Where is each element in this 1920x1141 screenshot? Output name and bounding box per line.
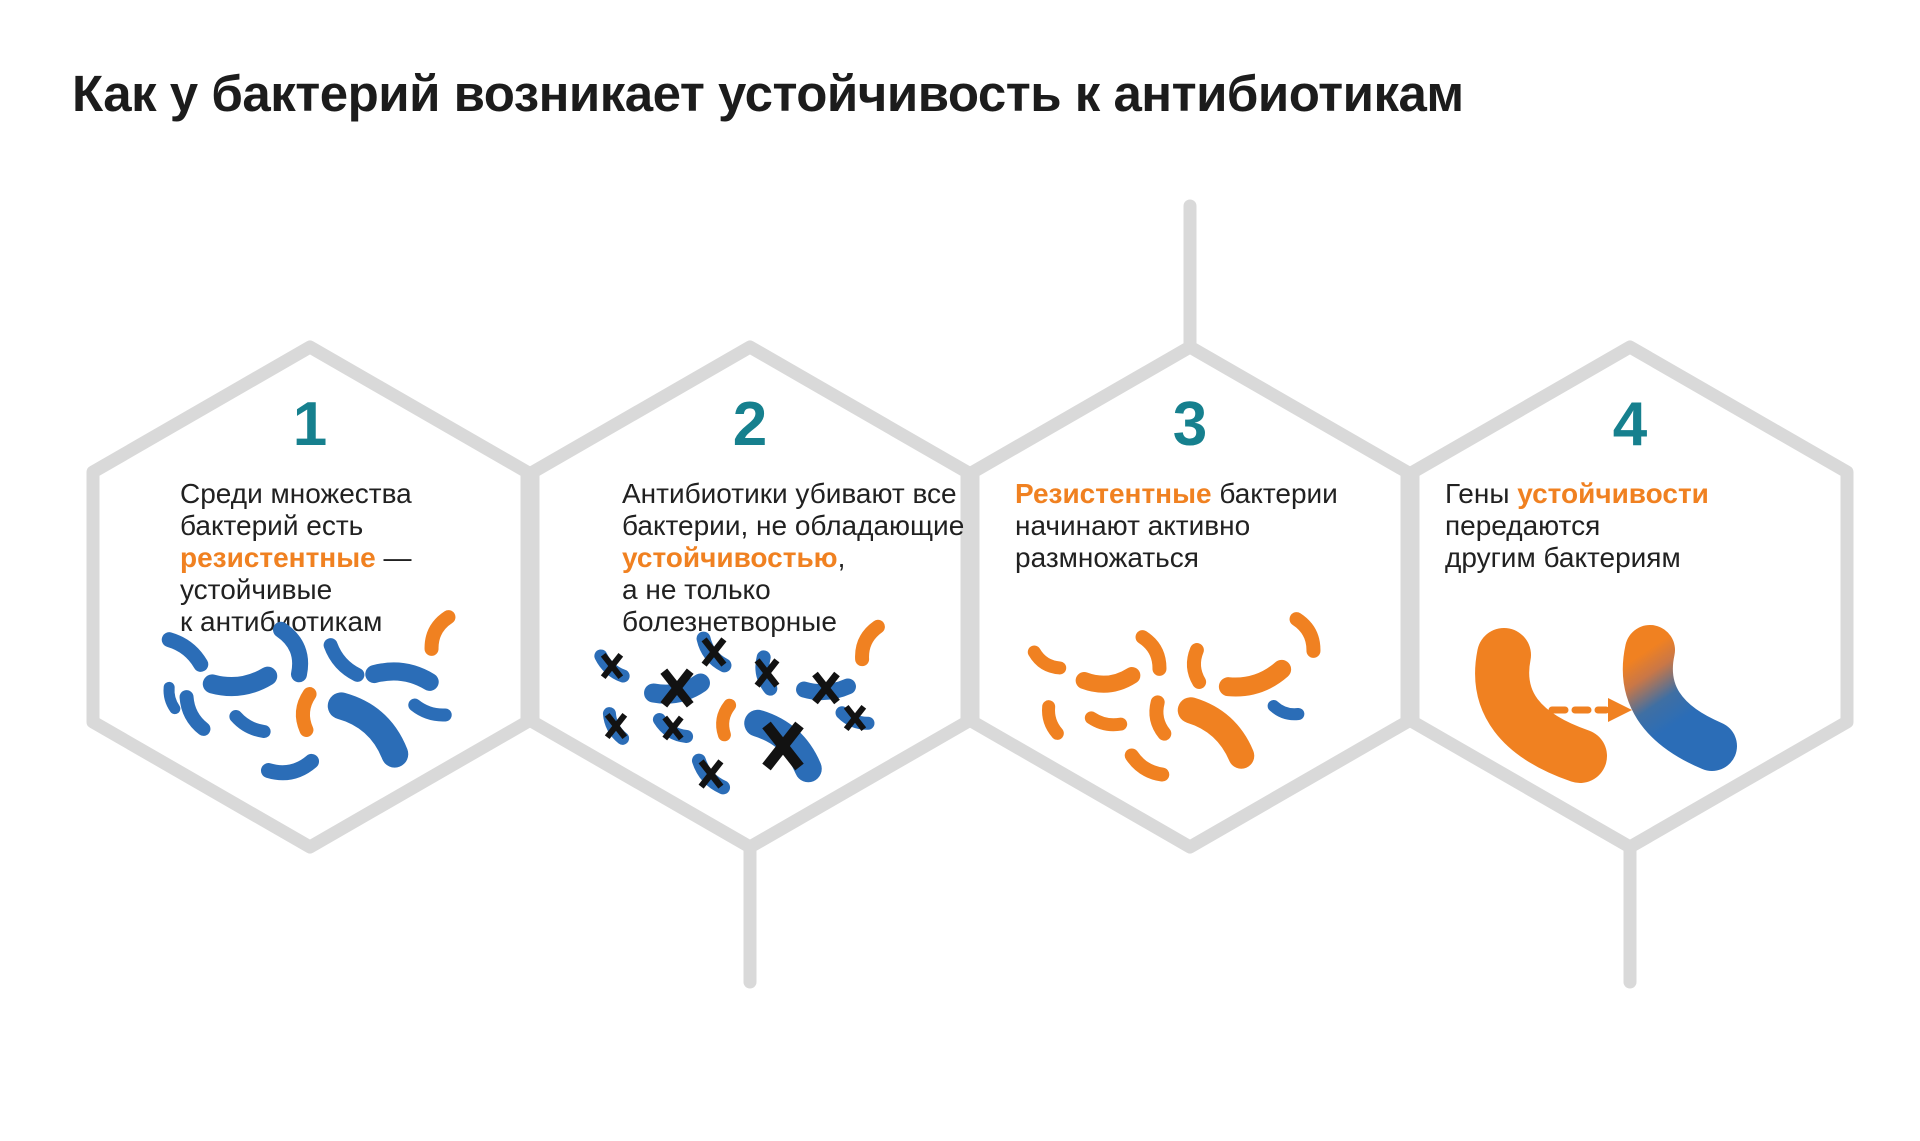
text-segment: , — [837, 542, 846, 573]
text-line: устойчивые — [180, 574, 540, 606]
highlighted-keyword: Резистентные — [1015, 478, 1212, 509]
bacteria-illustration-multiplying — [1027, 612, 1321, 782]
text-segment: болезнетворные — [622, 606, 837, 637]
bacterium — [424, 610, 456, 656]
bacterium — [1149, 695, 1172, 741]
bacterium — [202, 666, 278, 697]
text-line: бактерии, не обладающие — [622, 510, 982, 542]
bacterium — [161, 632, 209, 672]
x-mark-icon — [698, 759, 724, 789]
x-mark-icon — [701, 637, 727, 667]
x-mark-icon — [660, 668, 694, 708]
bacterium — [327, 692, 409, 768]
text-line: начинают активно — [1015, 510, 1375, 542]
bacterium — [273, 621, 309, 683]
text-segment: бактерии, не обладающие — [622, 510, 965, 541]
text-line: болезнетворные — [622, 606, 982, 638]
text-segment: начинают активно — [1015, 510, 1251, 541]
text-segment: бактерии — [1211, 478, 1338, 509]
bacterium — [1267, 699, 1305, 721]
highlighted-keyword: устойчивостью — [622, 542, 838, 573]
x-mark-icon — [662, 715, 684, 741]
text-segment: а не только — [622, 574, 771, 605]
bacterium — [365, 662, 439, 691]
text-segment: Гены — [1445, 478, 1518, 509]
text-segment: бактерий есть — [180, 510, 364, 541]
text-segment: — — [375, 542, 412, 573]
step-number: 1 — [292, 390, 328, 459]
bacterium — [179, 690, 211, 736]
bacterium — [855, 619, 885, 667]
text-segment: устойчивые — [180, 574, 333, 605]
bacterium — [1084, 711, 1128, 732]
text-line: устойчивостью, — [622, 542, 982, 574]
bacterium — [163, 681, 181, 715]
x-mark-icon — [812, 671, 840, 705]
bacterium — [1042, 700, 1064, 740]
bacterium-recipient-gradient — [1622, 625, 1737, 771]
bacterium — [295, 687, 317, 737]
text-line: размножаться — [1015, 542, 1375, 574]
bacteria-illustration-gene-transfer — [1475, 625, 1737, 783]
bacterium — [1186, 643, 1207, 689]
text-line: Антибиотики убивают все — [622, 478, 982, 510]
bacterium — [229, 709, 271, 739]
text-segment: Среди множества — [180, 478, 412, 509]
bacterium — [716, 698, 737, 742]
bacteria-illustration-killed-x-marks — [594, 619, 885, 795]
text-line: а не только — [622, 574, 982, 606]
text-line: передаются — [1445, 510, 1805, 542]
text-line: Резистентные бактерии — [1015, 478, 1375, 510]
text-segment: другим бактериям — [1445, 542, 1681, 573]
gene-transfer-arrow-icon — [1548, 698, 1632, 722]
text-line: другим бактериям — [1445, 542, 1805, 574]
bacterium — [1289, 612, 1321, 658]
text-segment: Антибиотики убивают все — [622, 478, 957, 509]
bacterium-donor — [1475, 628, 1607, 783]
text-line: Среди множества — [180, 478, 540, 510]
bacterium — [1177, 697, 1255, 769]
x-mark-icon — [762, 721, 804, 771]
text-segment: размножаться — [1015, 542, 1199, 573]
text-line: резистентные — — [180, 542, 540, 574]
bacterium — [1135, 630, 1167, 676]
text-segment: передаются — [1445, 510, 1601, 541]
bacterium — [1218, 659, 1292, 697]
bacteria-illustration-mixed-population — [161, 610, 456, 781]
x-mark-icon — [754, 658, 780, 688]
step-number: 3 — [1172, 390, 1208, 459]
bacterium — [323, 638, 365, 682]
bacterium — [1075, 666, 1141, 693]
text-line: Гены устойчивости — [1445, 478, 1805, 510]
step-number: 4 — [1612, 390, 1648, 459]
text-line: бактерий есть — [180, 510, 540, 542]
x-mark-icon — [843, 704, 867, 732]
bacterium — [1124, 748, 1170, 782]
highlighted-keyword: устойчивости — [1517, 478, 1709, 509]
x-mark-icon — [604, 712, 628, 740]
bacterium — [1027, 645, 1067, 675]
bacterium — [260, 753, 320, 781]
x-mark-icon — [600, 652, 624, 680]
highlighted-keyword: резистентные — [180, 542, 376, 573]
page-title: Как у бактерий возникает устойчивость к … — [72, 65, 1464, 123]
step-number: 2 — [732, 390, 768, 459]
bacterium — [408, 698, 452, 722]
